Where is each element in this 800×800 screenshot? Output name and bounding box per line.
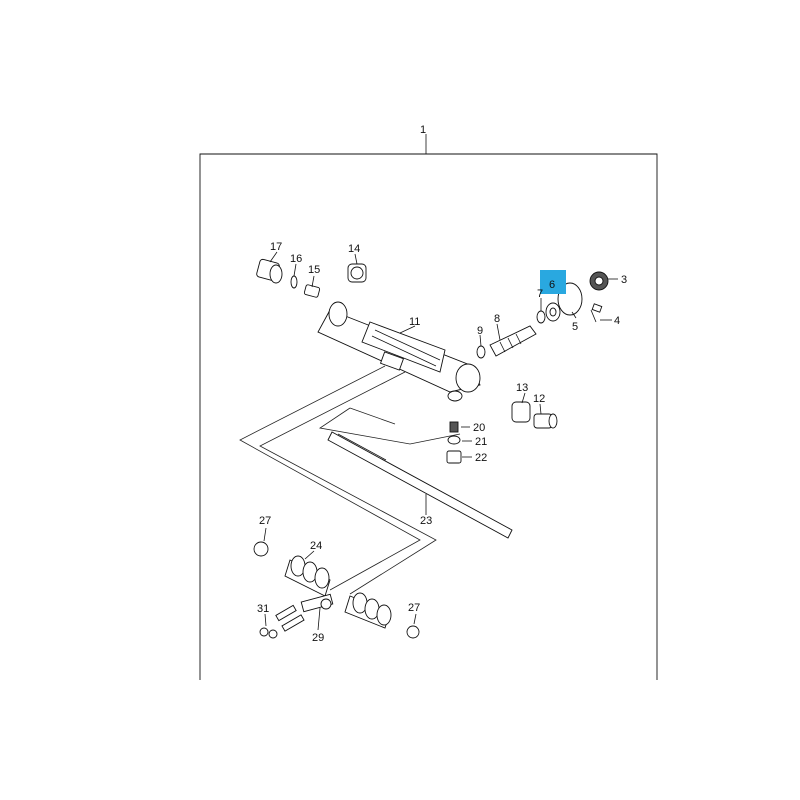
- part-14-bushing: [347, 263, 367, 283]
- part-13-bushing: [511, 401, 531, 423]
- callout-labels: 1 17 16 15 14 11 9 8 7 6 5 3 4 13 12 20 …: [257, 124, 627, 644]
- callout-27-right[interactable]: 27: [408, 602, 420, 614]
- callout-29[interactable]: 29: [312, 632, 324, 644]
- callout-4[interactable]: 4: [614, 315, 620, 327]
- callout-22[interactable]: 22: [475, 452, 487, 464]
- callout-7[interactable]: 7: [537, 288, 543, 300]
- callout-8[interactable]: 8: [494, 313, 500, 325]
- part-16-ring: [290, 275, 298, 289]
- part-23-rack: [327, 431, 513, 539]
- callout-31[interactable]: 31: [257, 603, 269, 615]
- part-12-bushing: [533, 413, 558, 429]
- part-9-seal: [476, 345, 486, 359]
- callout-21[interactable]: 21: [475, 436, 487, 448]
- part-27-clamp-left: [253, 541, 269, 557]
- callout-23[interactable]: 23: [420, 515, 432, 527]
- callout-1[interactable]: 1: [420, 124, 426, 136]
- part-3-cap: [589, 271, 609, 291]
- highlight-box[interactable]: [540, 270, 566, 294]
- callout-5[interactable]: 5: [572, 321, 578, 333]
- callout-13[interactable]: 13: [516, 382, 528, 394]
- part-27-clamp-right: [406, 625, 420, 639]
- assembly-guide-lines: [239, 365, 461, 595]
- callout-16[interactable]: 16: [290, 253, 302, 265]
- callout-24[interactable]: 24: [310, 540, 322, 552]
- callout-12[interactable]: 12: [533, 393, 545, 405]
- callout-20[interactable]: 20: [473, 422, 485, 434]
- part-6-bearing: [545, 302, 561, 322]
- callout-11[interactable]: 11: [409, 316, 420, 328]
- part-4-bolt: [590, 303, 603, 323]
- callout-3[interactable]: 3: [621, 274, 627, 286]
- part-17-bushing: [256, 258, 283, 284]
- leader-lines: [263, 251, 618, 631]
- rack-housing: [317, 301, 481, 402]
- part-24-boot: [284, 555, 392, 629]
- assembly-frame: [199, 134, 658, 680]
- part-22-nut: [446, 450, 462, 464]
- callout-15[interactable]: 15: [308, 264, 320, 276]
- callout-27-left[interactable]: 27: [259, 515, 271, 527]
- part-29-tie-rod-end: [300, 593, 334, 613]
- callout-17[interactable]: 17: [270, 241, 282, 253]
- part-31-bolts: [259, 604, 305, 639]
- callout-6[interactable]: 6: [549, 279, 555, 291]
- part-20-spring: [449, 421, 459, 433]
- callout-14[interactable]: 14: [348, 243, 360, 255]
- part-15-spacer: [303, 284, 321, 298]
- callout-9[interactable]: 9: [477, 325, 483, 337]
- part-7-washer: [536, 310, 546, 324]
- part-8-pinion: [489, 325, 537, 357]
- part-21-plug: [447, 435, 461, 445]
